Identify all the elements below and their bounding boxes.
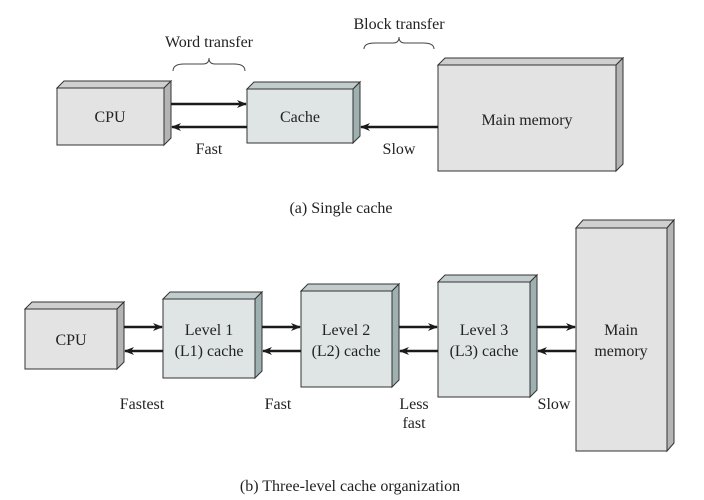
main-memory-box: Main memory — [436, 56, 625, 173]
slow-label: Slow — [383, 141, 416, 158]
main-memory-box-b: Main memory — [574, 218, 676, 453]
less-fast-label-line2: fast — [402, 415, 426, 432]
block-transfer-label: Block transfer — [353, 16, 445, 33]
main-memory-label: Main memory — [481, 112, 572, 129]
l1-label-line2: (L1) cache — [175, 343, 244, 360]
l2-label-line2: (L2) cache — [312, 343, 381, 360]
caption-single-cache: (a) Single cache — [289, 200, 392, 217]
main-memory-label-line2: memory — [594, 343, 647, 360]
caption-three-level: (b) Three-level cache organization — [240, 478, 460, 495]
three-level-section: CPU Level 1 (L1) cache Level 2 (L2) cach… — [23, 218, 676, 495]
fast-label-b: Fast — [265, 396, 292, 413]
l2-cache-box: Level 2 (L2) cache — [299, 282, 401, 389]
cpu-box-b: CPU — [23, 300, 126, 371]
cache-label: Cache — [280, 109, 320, 126]
l1-cache-box: Level 1 (L1) cache — [161, 290, 264, 380]
cpu-box: CPU — [55, 79, 173, 147]
l3-label-line2: (L3) cache — [450, 343, 519, 360]
cpu-label: CPU — [94, 109, 126, 126]
single-cache-section: CPU Cache Main memory Word transfer Bloc… — [55, 16, 625, 217]
word-transfer-label: Word transfer — [165, 34, 254, 51]
fastest-label: Fastest — [120, 396, 165, 413]
fast-label: Fast — [196, 141, 223, 158]
word-transfer-brace — [172, 57, 246, 72]
cache-box: Cache — [245, 80, 362, 145]
cpu-label-b: CPU — [55, 332, 87, 349]
l2-label-line1: Level 2 — [322, 322, 370, 339]
block-transfer-brace — [363, 36, 435, 50]
main-memory-label-line1: Main — [604, 322, 638, 339]
less-fast-label-line1: Less — [399, 396, 428, 413]
l1-label-line1: Level 1 — [185, 322, 233, 339]
slow-label-b: Slow — [538, 396, 571, 413]
l3-label-line1: Level 3 — [460, 322, 508, 339]
l3-cache-box: Level 3 (L3) cache — [436, 273, 539, 399]
